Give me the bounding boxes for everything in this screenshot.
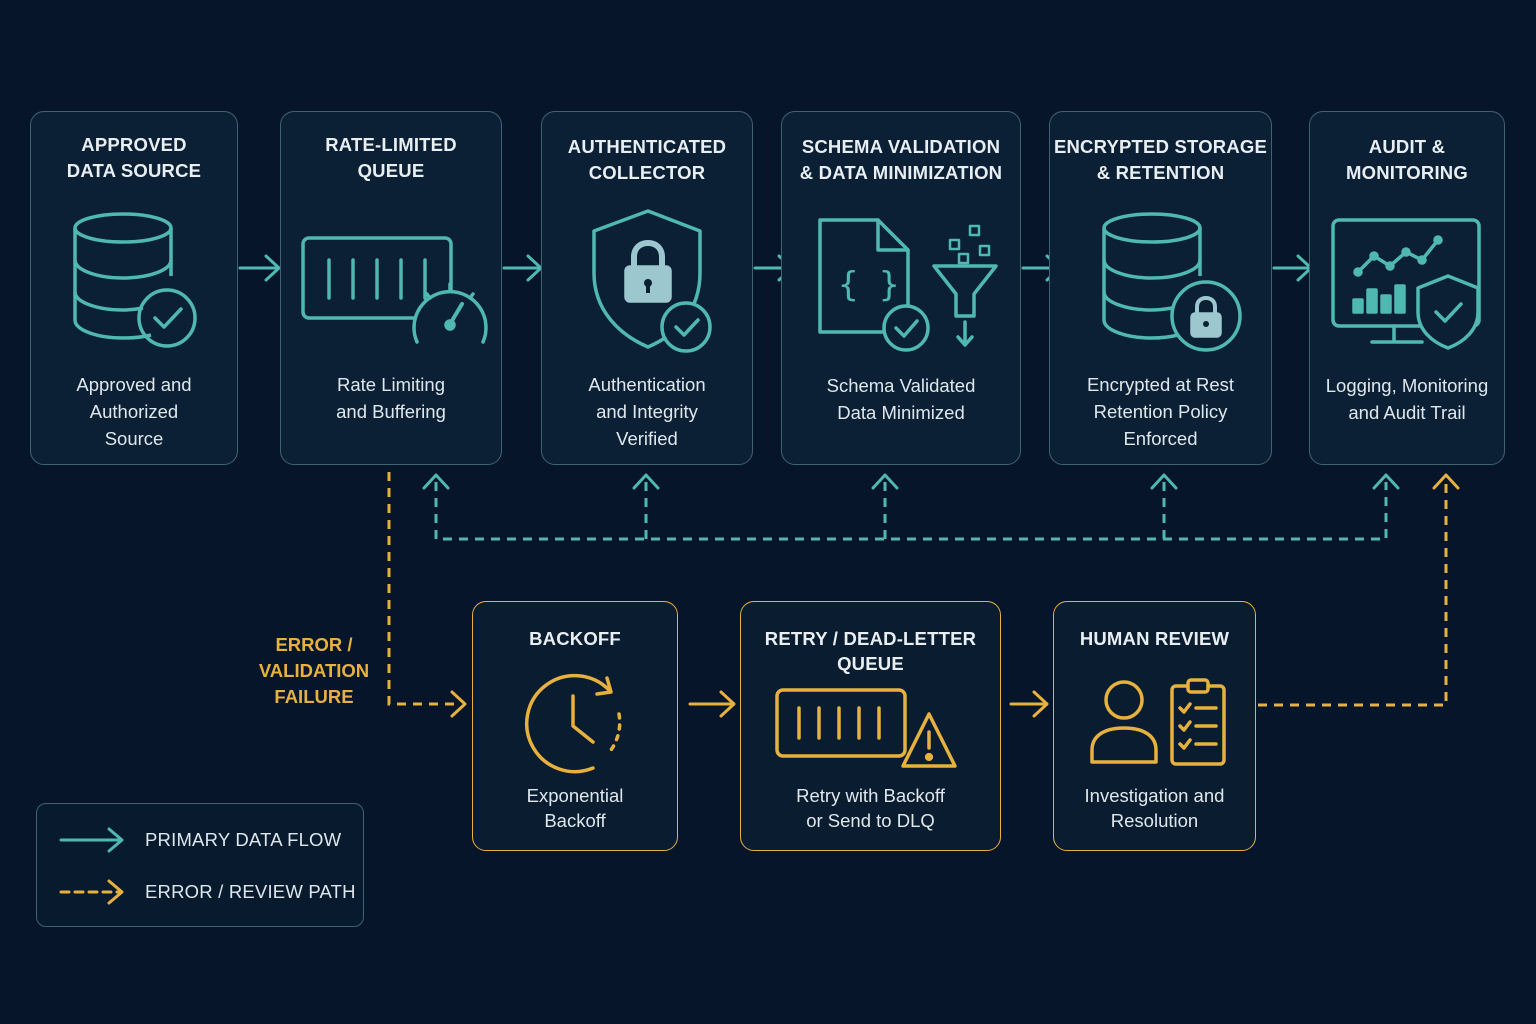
reviewer-checklist-icon — [1088, 676, 1233, 771]
svg-text:{ }: { } — [838, 265, 899, 305]
database-check-icon — [69, 210, 209, 350]
flow-arrow-2 — [502, 254, 543, 282]
stage-description: Approved and Authorized Source — [76, 374, 192, 449]
stage-title: ENCRYPTED STORAGE & RETENTION — [1053, 136, 1268, 183]
solid-arrow-icon — [59, 827, 124, 853]
monitoring-feedback-lines — [434, 482, 1388, 541]
error-stage-title: RETRY / DEAD-LETTER QUEUE — [764, 628, 977, 674]
stage-schema-validation: SCHEMA VALIDATION & DATA MINIMIZATION { … — [781, 111, 1021, 465]
monitoring-feedback-arrowheads — [422, 473, 1400, 490]
shield-lock-icon — [588, 207, 718, 362]
schema-filter-icon: { } — [814, 214, 1004, 354]
queue-warning-icon — [773, 686, 963, 776]
stage-title: AUDIT & MONITORING — [1346, 136, 1468, 183]
stage-title: AUTHENTICATED COLLECTOR — [567, 136, 727, 183]
flow-arrow-5 — [1272, 254, 1313, 282]
stage-authenticated-collector: AUTHENTICATED COLLECTOR Authentication a… — [541, 111, 753, 465]
queue-gauge-icon — [299, 232, 489, 352]
stage-description: Logging, Monitoring and Audit Trail — [1325, 375, 1489, 423]
stage-description: Schema Validated Data Minimized — [826, 375, 976, 423]
error-validation-failure-label: ERROR / VALIDATION FAILURE — [258, 634, 370, 707]
error-stage-backoff: BACKOFF Exponential Backoff — [472, 601, 678, 851]
legend-primary-label: PRIMARY DATA FLOW — [145, 829, 342, 850]
stage-approved-data-source: APPROVED DATA SOURCE Approved and Author… — [30, 111, 238, 465]
stage-description: Encrypted at Rest Retention Policy Enfor… — [1086, 374, 1235, 449]
flow-arrow-1 — [238, 254, 281, 282]
clock-icon — [519, 668, 629, 778]
stage-audit-monitoring: AUDIT & MONITORING Logging, — [1309, 111, 1505, 465]
error-stage-human-review: HUMAN REVIEW Investigation and Resolutio… — [1053, 601, 1256, 851]
error-stage-title: HUMAN REVIEW — [1079, 628, 1230, 649]
stage-encrypted-storage: ENCRYPTED STORAGE & RETENTION Encrypted … — [1049, 111, 1272, 465]
error-stage-description: Retry with Backoff or Send to DLQ — [796, 785, 945, 831]
stage-title: RATE-LIMITED QUEUE — [325, 134, 457, 181]
stage-description: Rate Limiting and Buffering — [336, 374, 446, 422]
error-stage-retry-dlq: RETRY / DEAD-LETTER QUEUE Retry with Bac… — [740, 601, 1001, 851]
legend-error-label: ERROR / REVIEW PATH — [145, 881, 356, 902]
error-stage-title: BACKOFF — [529, 628, 621, 649]
error-stage-description: Investigation and Resolution — [1084, 785, 1225, 831]
stage-title: APPROVED DATA SOURCE — [66, 134, 202, 181]
monitor-shield-icon — [1330, 216, 1490, 356]
stage-title: SCHEMA VALIDATION & DATA MINIMIZATION — [799, 136, 1003, 183]
dashed-arrow-icon — [59, 879, 124, 905]
stage-rate-limited-queue: RATE-LIMITED QUEUE Rate Limiting and Buf… — [280, 111, 502, 465]
database-lock-icon — [1100, 210, 1245, 355]
legend: PRIMARY DATA FLOW ERROR / REVIEW PATH — [36, 803, 364, 927]
error-stage-description: Exponential Backoff — [526, 785, 624, 831]
stage-description: Authentication and Integrity Verified — [588, 374, 706, 449]
legend-primary-flow: PRIMARY DATA FLOW — [57, 825, 341, 855]
legend-error-path: ERROR / REVIEW PATH — [57, 877, 356, 907]
